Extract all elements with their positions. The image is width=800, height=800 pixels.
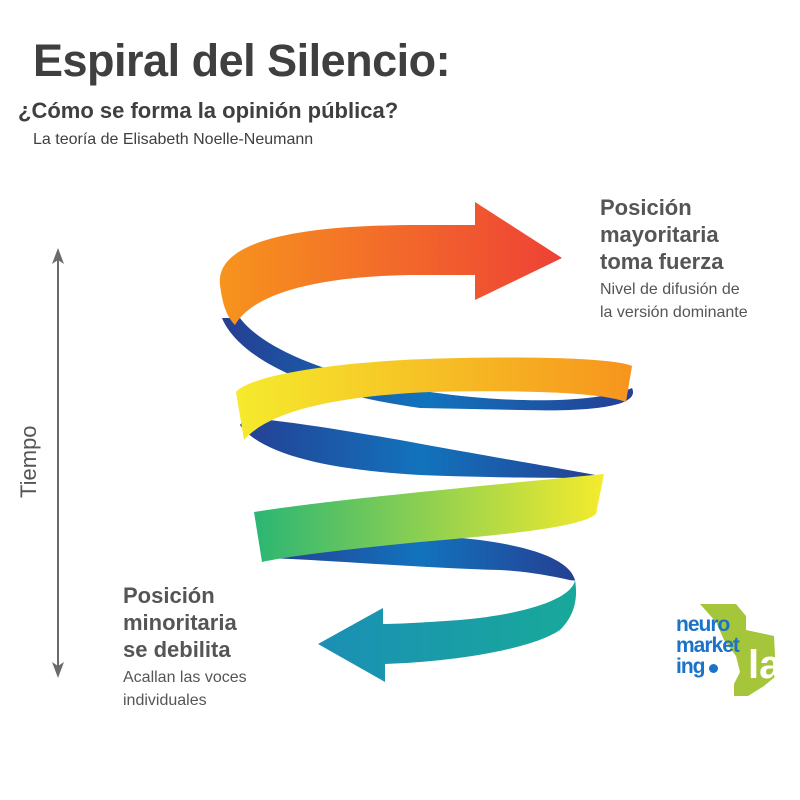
minority-heading-line-3: se debilita bbox=[123, 637, 231, 662]
spiral-top-band bbox=[219, 202, 562, 325]
time-axis-arrow-icon bbox=[52, 248, 64, 678]
minority-heading-line-2: minoritaria bbox=[123, 610, 237, 635]
logo-wordmark: neuro market ing bbox=[676, 613, 740, 677]
majority-heading-line-2: mayoritaria bbox=[600, 222, 719, 247]
majority-heading-line-1: Posición bbox=[600, 195, 692, 220]
neuromarketing-la-logo: la neuro market ing bbox=[676, 600, 786, 700]
logo-map-shape-icon: la bbox=[700, 604, 782, 696]
logo-line-1: neuro bbox=[676, 613, 730, 636]
majority-description-line-2: la versión dominante bbox=[600, 304, 748, 321]
svg-text:la: la bbox=[748, 643, 782, 687]
logo-line-2: market bbox=[676, 634, 740, 657]
author-line: La teoría de Elisabeth Noelle-Neumann bbox=[33, 131, 314, 148]
logo-line-3-text: ing bbox=[676, 655, 705, 678]
page-title: Espiral del Silencio: bbox=[33, 35, 451, 86]
minority-heading-line-1: Posición bbox=[123, 583, 215, 608]
minority-description-line-1: Acallan las voces bbox=[123, 669, 247, 686]
spiral-back-segment-2 bbox=[240, 418, 602, 478]
majority-description-line-1: Nivel de difusión de bbox=[600, 281, 740, 298]
minority-position-label: Posición minoritaria se debilita Acallan… bbox=[123, 582, 247, 712]
majority-heading-line-3: toma fuerza bbox=[600, 249, 724, 274]
spiral-lower-middle-band bbox=[254, 474, 604, 562]
spiral-bottom-band bbox=[318, 580, 577, 682]
logo-dot-icon bbox=[708, 664, 718, 673]
minority-description-line-2: individuales bbox=[123, 692, 207, 709]
majority-position-label: Posición mayoritaria toma fuerza Nivel d… bbox=[600, 194, 748, 324]
spiral-upper-middle-band bbox=[236, 357, 632, 440]
logo-line-3: ing bbox=[676, 656, 739, 677]
page-subtitle: ¿Cómo se forma la opinión pública? bbox=[18, 98, 399, 123]
